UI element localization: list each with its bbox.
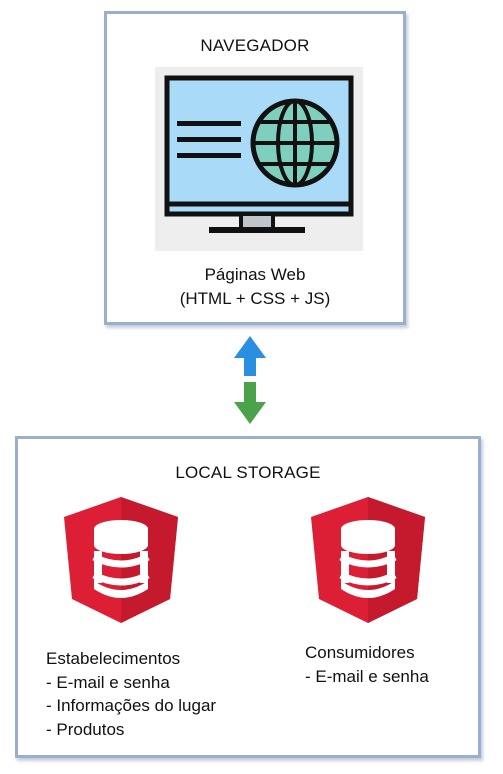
arrow-down-icon (234, 382, 266, 424)
bidirectional-arrows (234, 336, 266, 424)
store-name: Consumidores (305, 643, 415, 662)
store-item: - E-mail e senha (305, 666, 429, 686)
database-shield-icon (311, 497, 425, 623)
store-item: - Informações do lugar (46, 696, 217, 715)
store-item: - E-mail e senha (46, 672, 170, 692)
globe-icon (250, 98, 340, 188)
arrow-up-icon (234, 336, 266, 376)
monitor-icon-background (155, 67, 363, 251)
monitor-globe-icon (164, 75, 354, 233)
browser-title: NAVEGADOR (200, 36, 310, 55)
browser-caption-line1: Páginas Web (204, 265, 306, 284)
store-consumers: Consumidores - E-mail e senha (305, 641, 429, 688)
storage-title: LOCAL STORAGE (175, 463, 321, 482)
browser-caption-line2: (HTML + CSS + JS) (179, 289, 331, 308)
browser-box: NAVEGADOR Páginas Web (HTML + CSS + (104, 11, 406, 325)
local-storage-box: LOCAL STORAGE (15, 436, 481, 758)
database-shield-icon (64, 497, 178, 623)
store-name: Estabelecimentos (46, 649, 181, 668)
store-item: - Produtos (46, 719, 125, 739)
store-establishments: Estabelecimentos - E-mail e senha - Info… (46, 647, 216, 741)
